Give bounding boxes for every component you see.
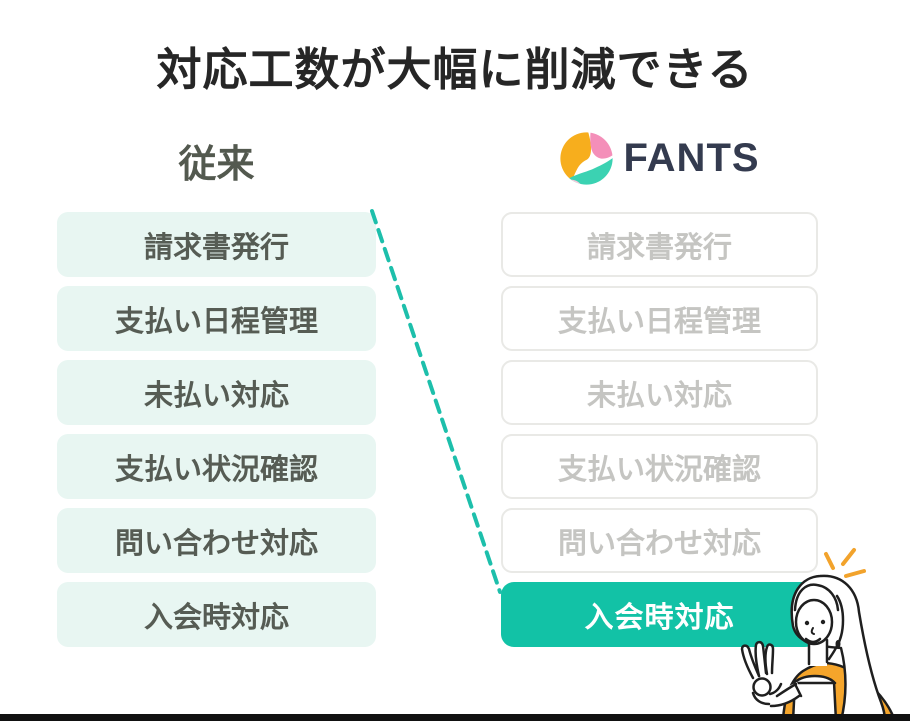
page-title: 対応工数が大幅に削減できる	[156, 44, 754, 95]
fants-task-inquiry: 問い合わせ対応	[501, 508, 818, 573]
fants-task-enrollment-highlighted: 入会時対応	[501, 582, 818, 647]
conventional-task-unpaid: 未払い対応	[57, 360, 376, 425]
conventional-task-enrollment: 入会時対応	[57, 582, 376, 647]
fants-task-invoice: 請求書発行	[501, 212, 818, 277]
conventional-task-list: 請求書発行 支払い日程管理 未払い対応 支払い状況確認 問い合わせ対応 入会時対…	[57, 212, 376, 656]
column-header-conventional: 従来	[178, 144, 255, 186]
fants-logo-icon	[560, 131, 614, 185]
fants-task-status: 支払い状況確認	[501, 434, 818, 499]
conventional-task-status: 支払い状況確認	[57, 434, 376, 499]
conventional-task-invoice: 請求書発行	[57, 212, 376, 277]
brand-name: FANTS	[623, 135, 760, 180]
fants-task-schedule: 支払い日程管理	[501, 286, 818, 351]
brand-header: FANTS	[501, 128, 818, 188]
fants-task-list: 請求書発行 支払い日程管理 未払い対応 支払い状況確認 問い合わせ対応 入会時対…	[501, 212, 818, 656]
bottom-bar	[0, 714, 910, 721]
conventional-task-schedule: 支払い日程管理	[57, 286, 376, 351]
conventional-task-inquiry: 問い合わせ対応	[57, 508, 376, 573]
woman-ok-illustration	[740, 548, 897, 721]
fants-task-unpaid: 未払い対応	[501, 360, 818, 425]
